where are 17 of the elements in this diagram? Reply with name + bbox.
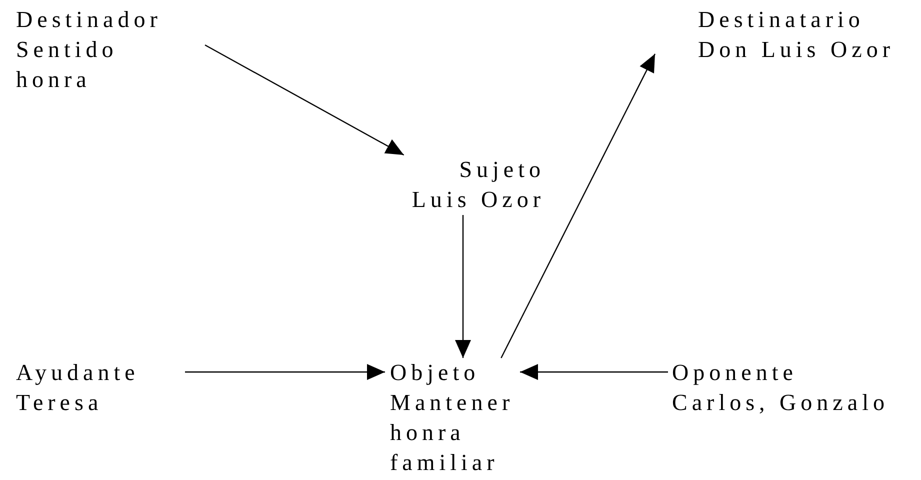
arrow — [500, 54, 656, 358]
actant-value: Teresa — [16, 389, 104, 417]
arrow — [204, 44, 404, 156]
actant-heading: Objeto — [390, 359, 481, 387]
actant-heading: Destinatario — [698, 6, 866, 34]
actant-heading: Destinador — [16, 6, 163, 34]
actant-value: Sentido honra — [16, 36, 119, 94]
actant-value: Mantener honra familiar — [390, 389, 516, 477]
actant-heading: Ayudante — [16, 359, 140, 387]
arrow — [185, 364, 385, 380]
actant-value: Luis Ozor — [410, 186, 545, 214]
actant-value: Don Luis Ozor — [698, 36, 896, 64]
actant-heading: Oponente — [672, 359, 798, 387]
arrow — [455, 215, 471, 358]
actant-value: Carlos, Gonzalo — [672, 389, 890, 417]
actant-heading: Sujeto — [458, 156, 545, 184]
arrow — [520, 364, 668, 380]
